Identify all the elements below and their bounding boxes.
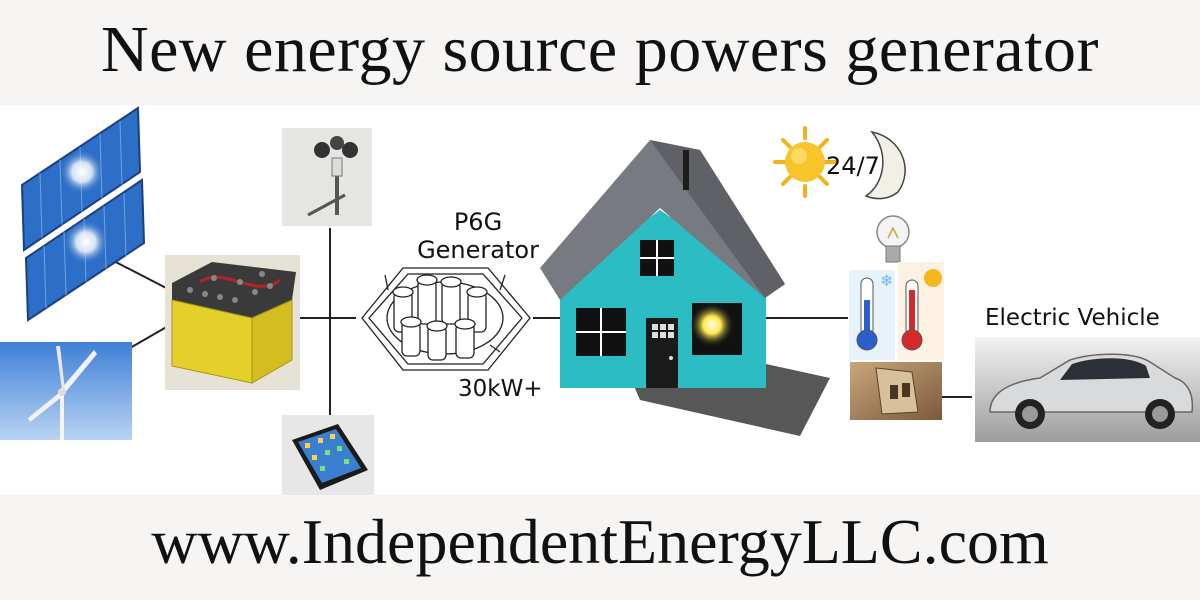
cold-thermometer-icon: ❄ [849, 270, 895, 360]
smartphone-icon [282, 415, 374, 495]
availability-label: 24/7 [826, 152, 880, 180]
wind-turbine-icon [0, 342, 132, 440]
power-outlet-icon [850, 362, 942, 420]
svg-text:❄: ❄ [880, 271, 893, 290]
generator-name: P6G [453, 208, 503, 236]
moon-icon [864, 130, 906, 200]
title-band [0, 0, 1200, 105]
generator-label: P6G Generator [388, 208, 568, 264]
ev-label: Electric Vehicle [985, 305, 1160, 331]
generator-icon [361, 267, 531, 371]
house-icon [540, 140, 830, 436]
anemometer-icon [282, 128, 372, 226]
hot-thermometer-icon [898, 262, 944, 360]
battery-bank-icon [165, 255, 300, 390]
light-bulb-icon [876, 215, 910, 263]
connection-lines [107, 228, 972, 415]
website-url: www.IndependentEnergyLLC.com [151, 506, 1049, 577]
wind-battery-line [129, 324, 171, 349]
lit-window-glow [690, 303, 734, 347]
solar-panel-icon [20, 106, 146, 322]
solar-battery-line [107, 257, 171, 291]
generator-output: 30kW+ [458, 376, 543, 402]
footer-band [0, 495, 1200, 600]
banner-title: New energy source powers generator [100, 13, 1100, 86]
generator-type: Generator [417, 236, 539, 264]
house-roof [540, 140, 785, 300]
sun-icon [773, 126, 837, 198]
electric-car-icon [975, 337, 1200, 442]
chimney [683, 150, 689, 190]
